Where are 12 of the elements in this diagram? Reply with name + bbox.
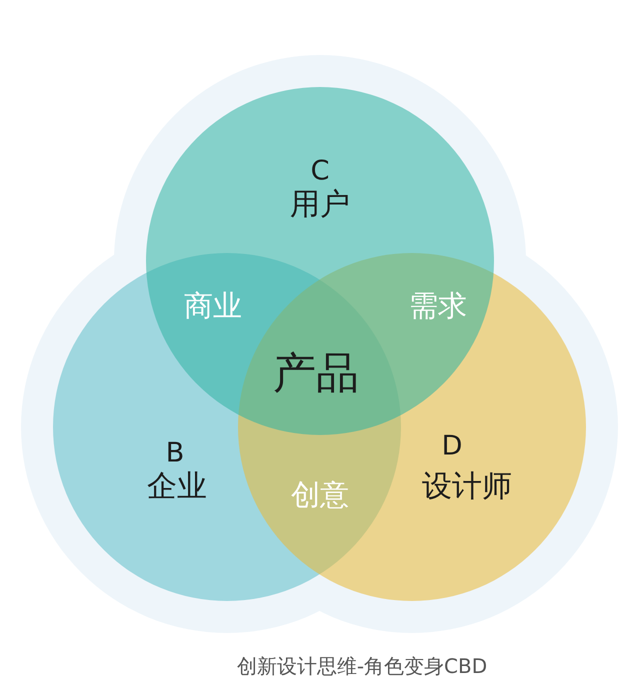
circle-letter: D — [442, 432, 462, 460]
overlap-label: 创意 — [291, 480, 349, 510]
circle-letter: C — [310, 158, 330, 184]
circle-label: 设计师 — [422, 472, 512, 502]
circle-letter: B — [166, 440, 184, 466]
overlap-label: 商业 — [184, 292, 242, 320]
caption: 创新设计思维-角色变身CBD — [236, 656, 488, 676]
circle-label: 企业 — [147, 472, 207, 502]
overlap-label: 需求 — [409, 292, 467, 320]
center-label: 产品 — [273, 352, 359, 396]
circle-label: 用户 — [290, 190, 350, 220]
venn-circle — [146, 87, 494, 435]
